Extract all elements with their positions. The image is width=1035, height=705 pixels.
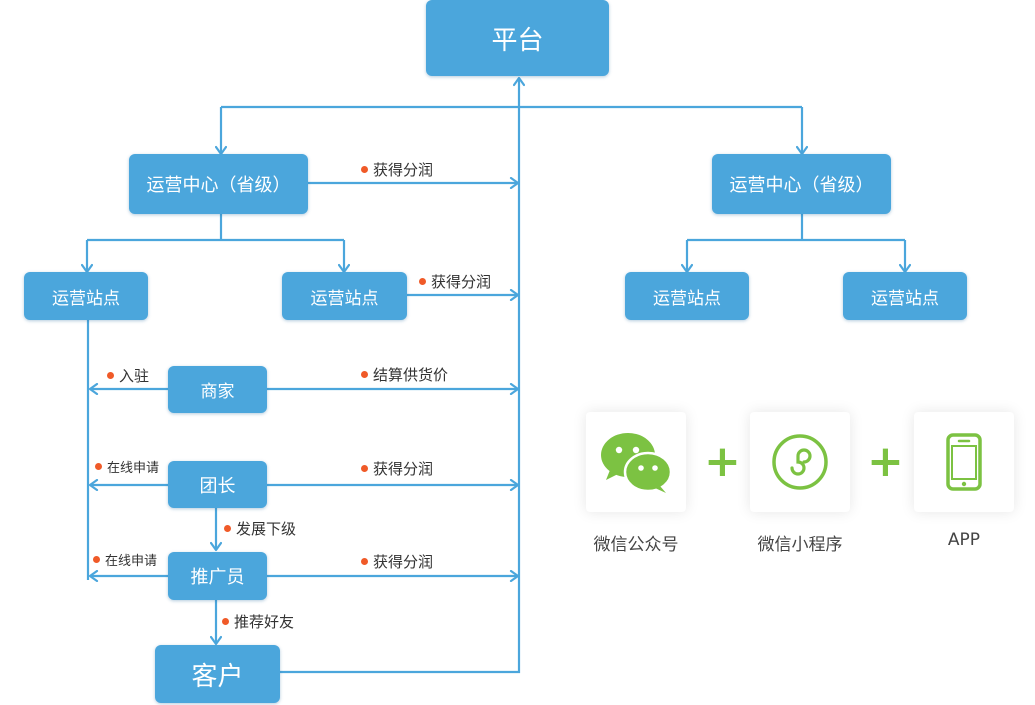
- wechat-icon: [601, 433, 673, 493]
- promoter-apply-label: 在线申请: [93, 550, 157, 569]
- bullet-dot: [361, 558, 368, 565]
- station-profit-label: 获得分润: [419, 271, 491, 292]
- leader-apply-label: 在线申请: [95, 457, 159, 476]
- mini-program-tile: [750, 412, 850, 512]
- operation-center-left: 运营中心（省级）: [129, 154, 308, 214]
- mini-program-label: 微信小程序: [757, 535, 843, 555]
- bullet-dot: [107, 372, 114, 379]
- leader-node: 团长: [168, 461, 267, 508]
- bullet-dot: [95, 463, 102, 470]
- trunk-to-platform: [280, 78, 519, 674]
- bullet-dot: [361, 166, 368, 173]
- app-tile: [914, 412, 1014, 512]
- merchant-settle-label: 结算供货价: [361, 364, 448, 385]
- merchant-join-label: 入驻: [107, 365, 149, 386]
- station-node-1: 运营站点: [24, 272, 148, 320]
- bullet-dot: [224, 525, 231, 532]
- station-node-3: 运营站点: [625, 272, 749, 320]
- bullet-dot: [361, 371, 368, 378]
- operation-center-right: 运营中心（省级）: [712, 154, 891, 214]
- plus-sign-2: +: [867, 436, 904, 487]
- bullet-dot: [93, 556, 100, 563]
- leader-profit-label: 获得分润: [361, 458, 433, 479]
- bullet-dot: [419, 278, 426, 285]
- promoter-recommend-label: 推荐好友: [222, 611, 294, 632]
- bullet-dot: [361, 465, 368, 472]
- bullet-dot: [222, 618, 229, 625]
- wechat-account-tile: [586, 412, 686, 512]
- mini-program-icon: [772, 434, 828, 490]
- merchant-node: 商家: [168, 366, 267, 413]
- customer-node: 客户: [155, 645, 280, 703]
- app-label: APP: [947, 530, 981, 550]
- promoter-node: 推广员: [168, 552, 267, 600]
- leader-develop-label: 发展下级: [224, 518, 296, 539]
- wechat-account-label: 微信公众号: [593, 535, 679, 555]
- station-node-2: 运营站点: [282, 272, 407, 320]
- promoter-profit-label: 获得分润: [361, 551, 433, 572]
- station-node-4: 运营站点: [843, 272, 967, 320]
- plus-sign-1: +: [704, 436, 741, 487]
- center-profit-label: 获得分润: [361, 159, 433, 180]
- platform-node: 平台: [426, 0, 609, 76]
- phone-app-icon: [946, 433, 982, 491]
